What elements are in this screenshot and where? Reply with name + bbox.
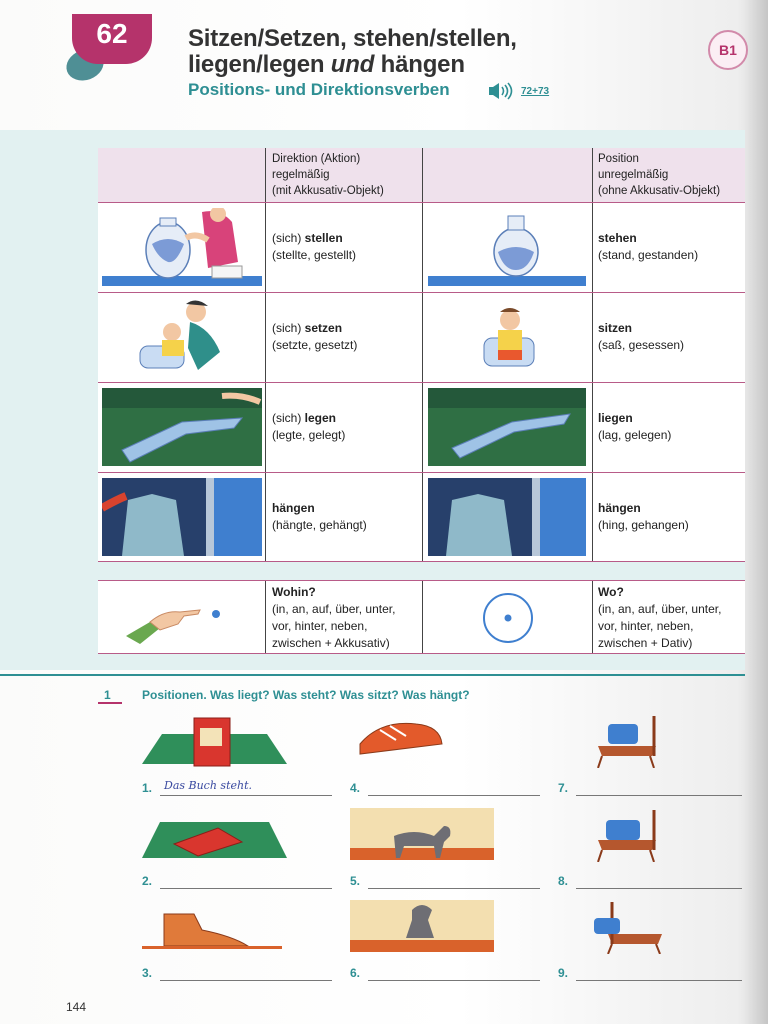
page-edge-shadow — [744, 0, 768, 1024]
question-table: Wohin? (in, an, auf, über, unter, vor, h… — [98, 580, 745, 654]
answer-line[interactable] — [160, 888, 332, 889]
illustration-pointing-hand — [116, 586, 246, 648]
grid-line — [98, 202, 745, 203]
illustration-vase-standing — [428, 208, 586, 286]
page-number: 144 — [66, 1000, 87, 1014]
answer-line[interactable] — [368, 795, 540, 796]
exercise-picture-dog-standing — [350, 808, 494, 860]
audio-track[interactable]: 72+73 — [489, 82, 549, 100]
illustration-child-sitting — [428, 298, 586, 376]
verb-liegen: liegen (lag, gelegen) — [598, 411, 672, 442]
level-badge: B1 — [708, 30, 748, 70]
page-subtitle: Positions- und Direktionsverben — [188, 80, 450, 99]
speaker-icon — [489, 82, 513, 100]
illustration-hanging-shirt — [102, 478, 262, 556]
exercise-picture-bag-near-chair — [594, 902, 662, 954]
illustration-jeans-lying — [428, 388, 586, 466]
header-direktion: Direktion (Aktion) regelmäßig (mit Akkus… — [272, 153, 384, 197]
verb-stehen: stehen (stand, gestanden) — [598, 231, 699, 262]
title-line-2: liegen/legen und hängen — [188, 51, 465, 78]
chapter-number: 62 — [96, 18, 128, 49]
header-position: Position unregelmäßig (ohne Akkusativ-Ob… — [598, 153, 721, 197]
exercise-picture-bag-on-chair — [597, 716, 656, 768]
verb-stellen: (sich) stellen (stellte, gestellt) — [272, 231, 357, 262]
chapter-badge — [72, 14, 152, 64]
exercise-picture-shoe-standing — [142, 913, 282, 949]
verb-setzen: (sich) setzen (setzte, gesetzt) — [272, 321, 358, 352]
illustration-laying-jeans — [102, 388, 262, 466]
illustration-circle-position — [442, 586, 572, 648]
verb-sitzen: sitzen (saß, gesessen) — [598, 321, 685, 352]
grid-line — [98, 472, 745, 473]
answer-number: 2. — [142, 874, 153, 888]
exercise-picture-dog-sitting — [350, 900, 494, 952]
page-title: Sitzen/Setzen, stehen/stellen, liegen/le… — [188, 26, 517, 78]
question-wo: Wo? (in, an, auf, über, unter, vor, hint… — [598, 585, 722, 650]
exercise-number-underline — [98, 702, 122, 704]
exercise-picture-shoe-lying — [359, 722, 443, 755]
illustration-shirt-hanging — [428, 478, 586, 556]
grid-line — [265, 148, 266, 562]
answer-line[interactable] — [576, 980, 742, 981]
section-divider — [0, 674, 745, 676]
grid-line — [422, 148, 423, 562]
title-line-1: Sitzen/Setzen, stehen/stellen, — [188, 25, 517, 52]
exercise-number: 1 — [104, 688, 111, 702]
answer-line[interactable] — [160, 980, 332, 981]
exercise-picture-book-lying — [142, 822, 287, 858]
question-wohin: Wohin? (in, an, auf, über, unter, vor, h… — [272, 585, 396, 650]
grid-line — [98, 382, 745, 383]
verb-table: Direktion (Aktion) regelmäßig (mit Akkus… — [98, 148, 745, 562]
answer-line[interactable] — [576, 888, 742, 889]
answer-line[interactable] — [160, 795, 332, 796]
answer-number: 1. — [142, 781, 153, 795]
answer-number: 4. — [350, 781, 361, 795]
answer-number: 8. — [558, 874, 569, 888]
answer-line[interactable] — [576, 795, 742, 796]
verb-haengen-right: hängen (hing, gehangen) — [598, 501, 689, 532]
answer-line[interactable] — [368, 888, 540, 889]
grid-line — [98, 292, 745, 293]
answer-text-handwritten[interactable]: Das Buch steht. — [164, 779, 253, 792]
audio-track-number: 72+73 — [521, 85, 550, 97]
exercise-picture-book-standing — [142, 717, 287, 767]
exercise-title: Positionen. Was liegt? Was steht? Was si… — [142, 688, 470, 702]
illustration-woman-placing-vase — [102, 208, 262, 286]
answer-number: 7. — [558, 781, 569, 795]
verb-haengen-left: hängen (hängte, gehängt) — [272, 501, 367, 532]
illustration-mother-seating-child — [102, 298, 262, 376]
answer-number: 9. — [558, 966, 569, 980]
exercise-picture-bag-hanging-chair — [597, 810, 656, 862]
answer-line[interactable] — [368, 980, 540, 981]
answer-number: 6. — [350, 966, 361, 980]
grid-line — [592, 148, 593, 562]
grid-line — [98, 561, 745, 562]
answer-number: 3. — [142, 966, 153, 980]
table-header-row — [98, 148, 745, 202]
verb-legen: (sich) legen (legte, gelegt) — [272, 411, 346, 442]
answer-number: 5. — [350, 874, 361, 888]
